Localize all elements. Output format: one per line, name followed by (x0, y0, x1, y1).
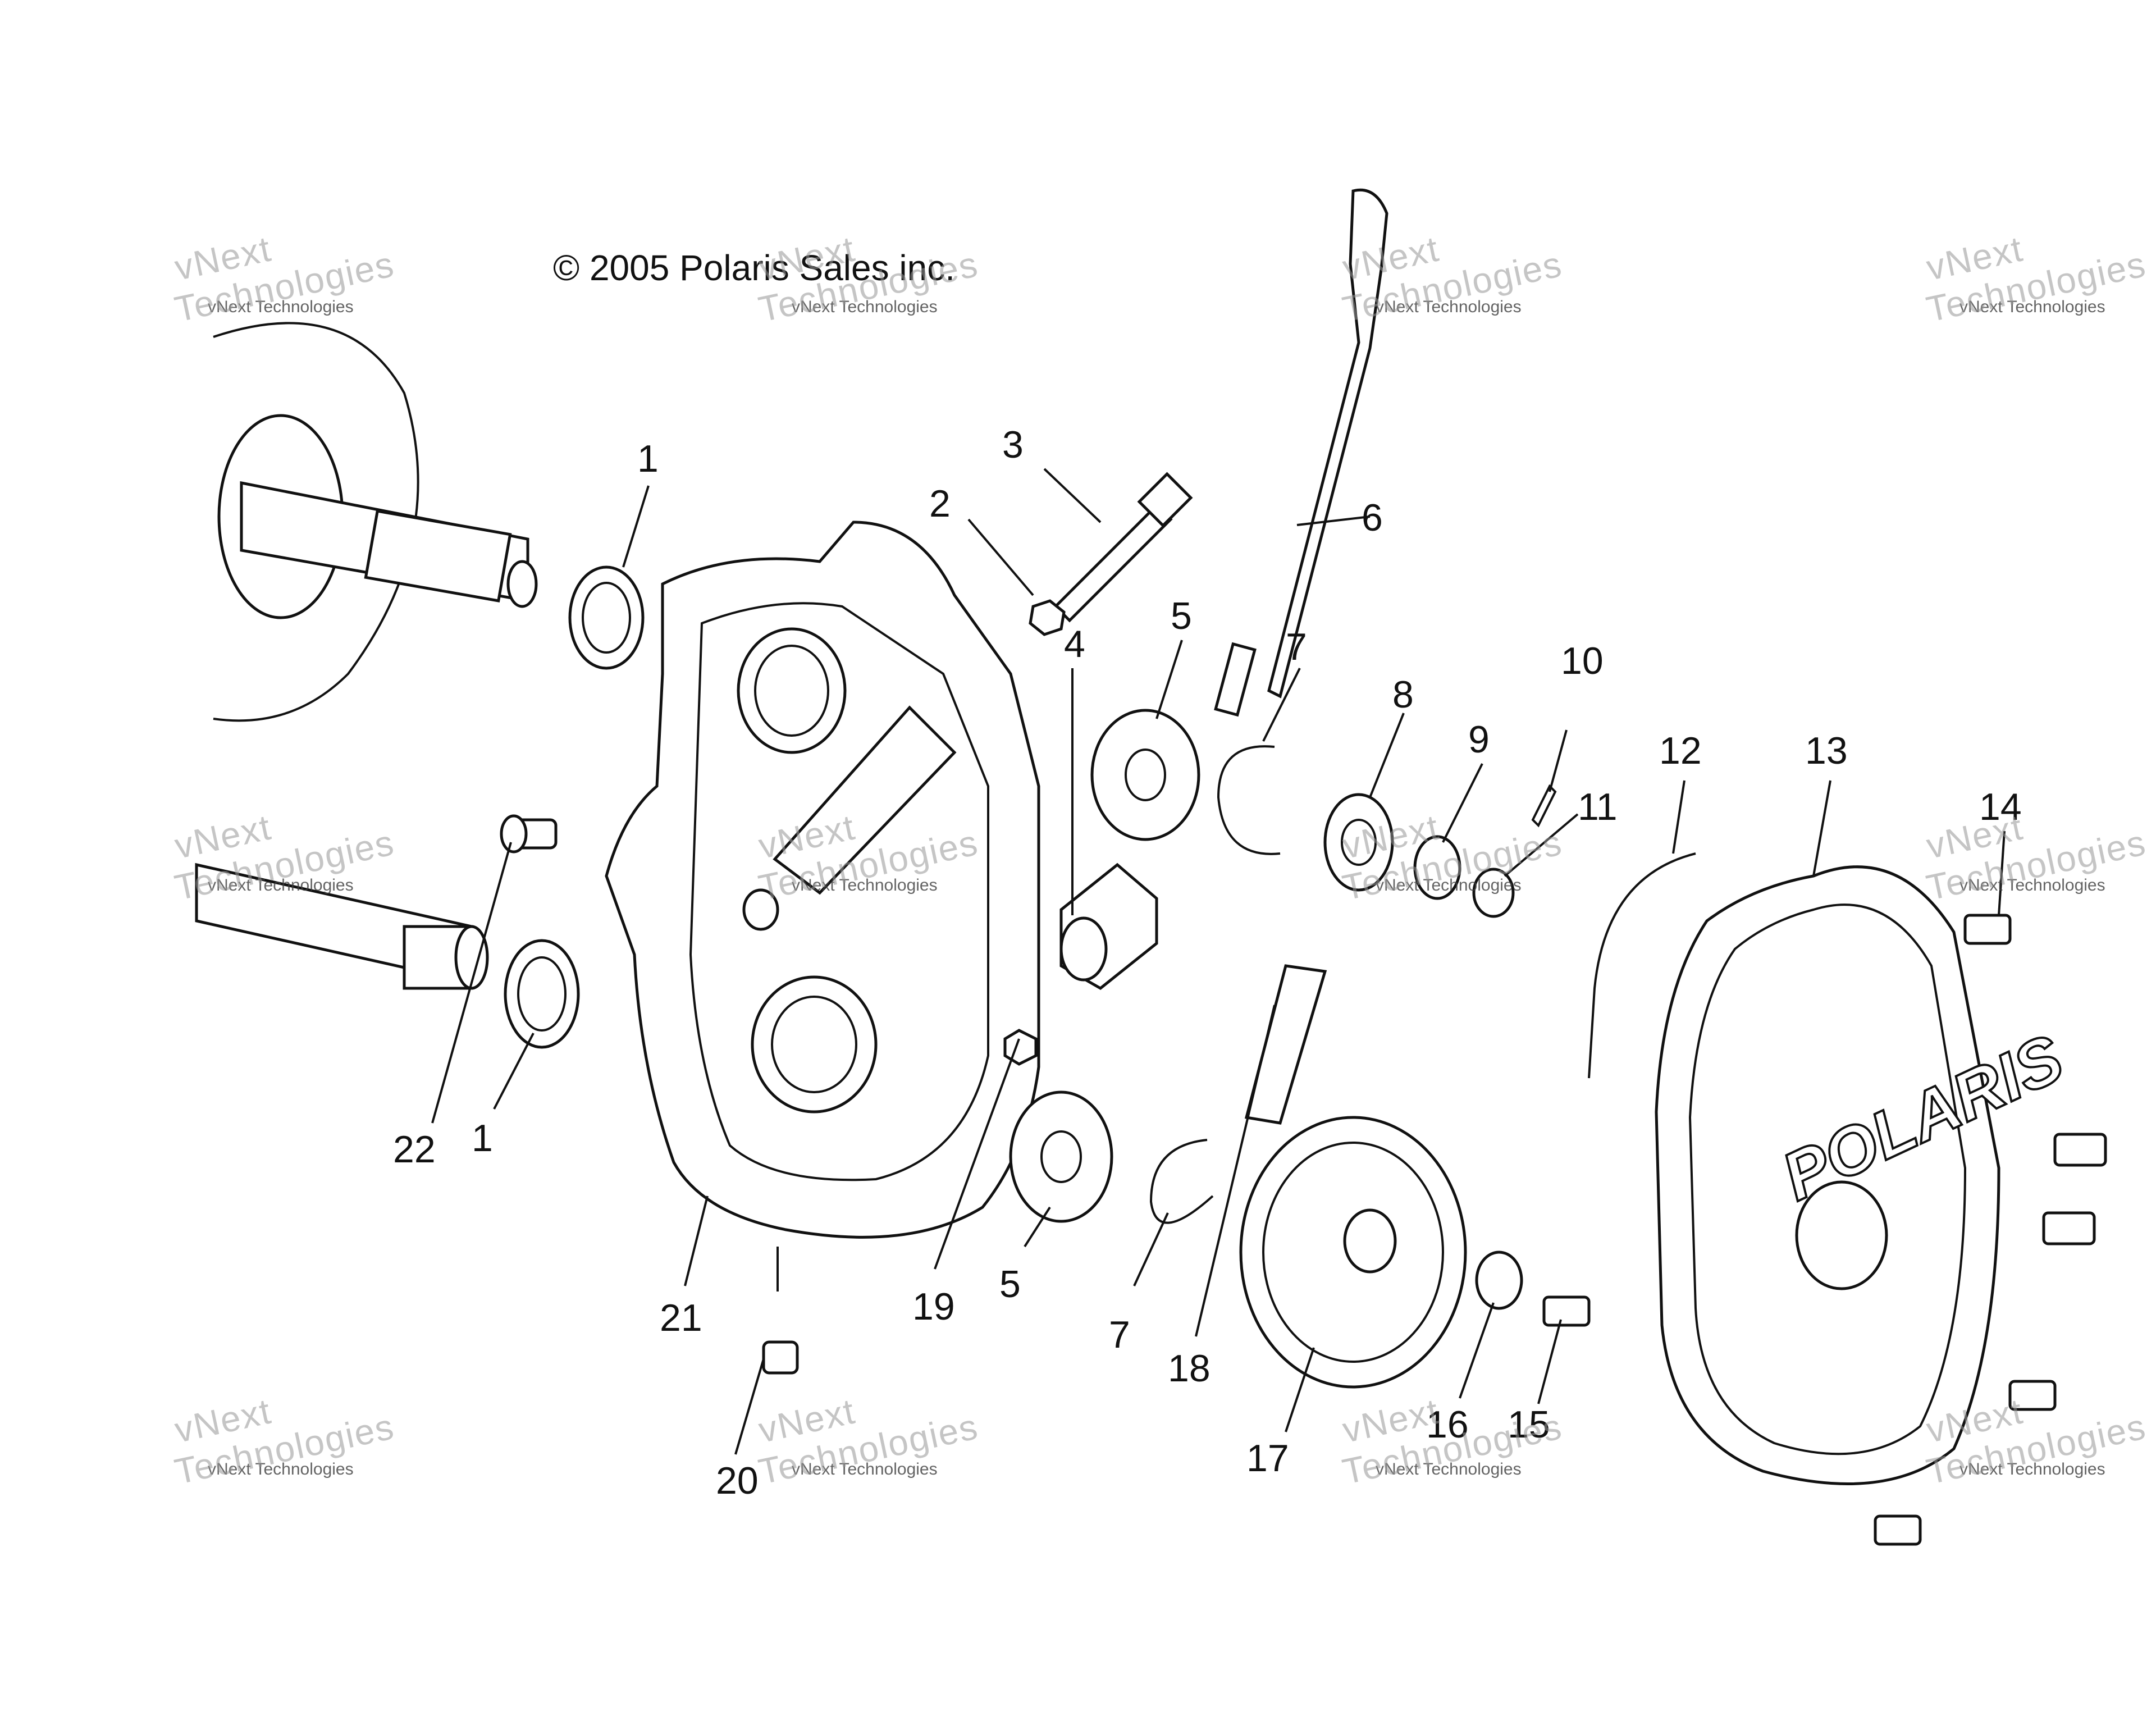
flat-washer (1475, 1251, 1523, 1310)
callout-11: 11 (1578, 786, 1618, 828)
seal-lower (504, 939, 580, 1049)
castle-nut (1472, 868, 1515, 918)
seal-upper (568, 565, 645, 670)
callout-3: 3 (1002, 423, 1024, 466)
tensioner-block (1059, 862, 1158, 991)
hex-nut-lower (1003, 1029, 1038, 1066)
lower-driveshaft (195, 862, 489, 990)
hex-nut-upper (1029, 599, 1066, 636)
callout-12: 12 (1659, 729, 1702, 772)
callout-13: 13 (1805, 729, 1848, 772)
cover-bolts (1874, 914, 2107, 1546)
callout-7-upper: 7 (1286, 626, 1307, 668)
callout-5-lower: 5 (999, 1263, 1021, 1306)
bearing-lower (1009, 1090, 1113, 1223)
drive-sprocket-small (1323, 793, 1394, 892)
dowel-pin (500, 814, 558, 854)
callout-22: 22 (393, 1128, 436, 1171)
copyright-notice: © 2005 Polaris Sales inc. (553, 248, 955, 288)
callout-21: 21 (660, 1297, 702, 1339)
callout-14: 14 (1979, 786, 2022, 828)
cotter-pin (1531, 784, 1557, 828)
snap-ring-upper (1217, 745, 1281, 855)
callout-4: 4 (1064, 623, 1085, 665)
leader-lines (431, 468, 2006, 1455)
callout-7-lower: 7 (1109, 1313, 1130, 1356)
callout-19: 19 (912, 1285, 955, 1328)
cover-gasket (1588, 852, 1696, 1079)
drain-plug (762, 1340, 799, 1375)
callout-1-lower: 1 (472, 1117, 493, 1160)
callout-5-upper: 5 (1171, 595, 1192, 637)
callout-2: 2 (929, 482, 951, 525)
snap-ring-lower (1149, 1139, 1214, 1224)
callout-6: 6 (1362, 496, 1383, 539)
tensioner-bolt (1053, 472, 1193, 623)
callout-17: 17 (1246, 1437, 1289, 1480)
callout-1-upper: 1 (637, 437, 659, 480)
callout-9: 9 (1468, 718, 1490, 761)
callout-16: 16 (1426, 1403, 1469, 1446)
callout-15: 15 (1508, 1403, 1550, 1446)
cover-bolt-front (1542, 1295, 1591, 1327)
callout-20: 20 (716, 1459, 759, 1502)
dipstick (1214, 188, 1388, 717)
driven-sprocket-large (1239, 1116, 1467, 1389)
callout-numbers: 1 1 2 3 4 5 5 6 7 7 8 9 10 11 12 13 14 1… (393, 423, 2022, 1502)
driven-clutch-shaft (213, 322, 538, 722)
callout-10: 10 (1561, 640, 1604, 682)
bearing-upper (1090, 709, 1200, 841)
callout-18: 18 (1168, 1347, 1211, 1390)
callout-8: 8 (1392, 673, 1414, 716)
washer (1413, 835, 1461, 900)
drive-chain (1244, 964, 1327, 1125)
chaincase-housing (605, 521, 1040, 1239)
